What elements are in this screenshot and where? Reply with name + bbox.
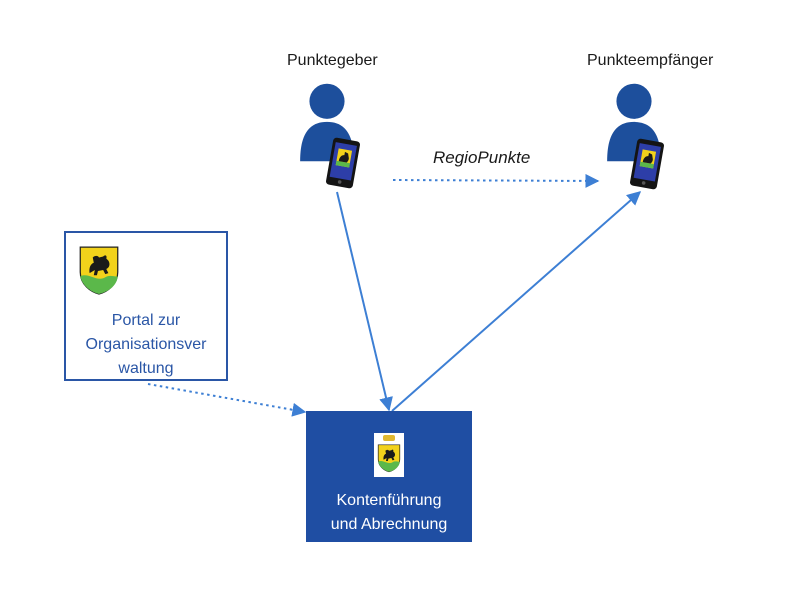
points-transfer-label: RegioPunkte <box>433 148 531 167</box>
receiver-label: Punkteempfänger <box>587 52 714 69</box>
portal-label-line: Portal zur <box>111 312 181 329</box>
receiver-node <box>607 83 664 190</box>
edge-accounting-to-receiver <box>391 191 642 412</box>
coat-of-arms-icon <box>374 433 404 477</box>
edge-points-transfer <box>392 173 600 188</box>
accounting-node: Kontenführung und Abrechnung <box>306 411 472 542</box>
edge-portal-to-accounting <box>147 383 307 417</box>
coat-of-arms-icon <box>79 246 119 295</box>
portal-label-line: Organisationsver <box>85 336 207 353</box>
giver-label: Punktegeber <box>287 52 378 69</box>
edges <box>147 173 642 417</box>
portal-node: Portal zur Organisationsver waltung <box>64 231 228 381</box>
giver-node <box>300 83 360 189</box>
portal-label: Portal zur Organisationsver waltung <box>66 309 226 381</box>
portal-label-line: waltung <box>118 360 174 377</box>
accounting-label-line: Kontenführung <box>336 492 442 509</box>
accounting-label-line: und Abrechnung <box>330 516 448 533</box>
edge-giver-to-accounting <box>336 191 393 412</box>
accounting-label: Kontenführung und Abrechnung <box>306 489 472 537</box>
